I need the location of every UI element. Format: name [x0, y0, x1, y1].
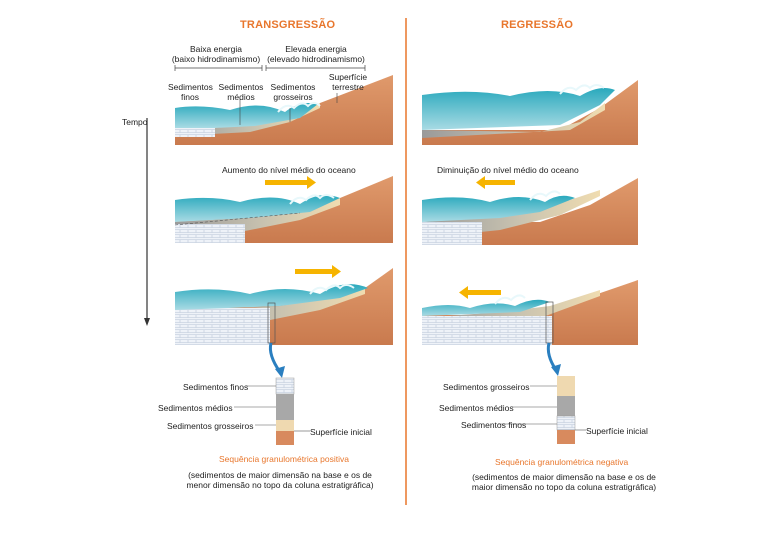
sea-level-rise-label: Aumento do nível médio do oceano — [222, 165, 356, 175]
column-initial-label-right: Superfície inicial — [586, 426, 648, 436]
negative-sequence-note: (sedimentos de maior dimensão na base e … — [471, 472, 657, 492]
sea-level-fall-label: Diminuição do nível médio do oceano — [437, 165, 579, 175]
transgression-title: TRANSGRESSÃO — [240, 19, 336, 31]
transgression-stage-2 — [174, 176, 393, 243]
low-energy-label: Baixa energia(baixo hidrodinamismo) — [171, 44, 261, 64]
time-label: Tempo — [122, 117, 148, 127]
transgression-column — [234, 377, 310, 445]
transgression-stage-1 — [175, 75, 393, 145]
energy-scale — [174, 65, 366, 125]
regression-stage-3 — [422, 280, 638, 376]
high-energy-label: Elevada energia(elevado hidrodinamismo) — [267, 44, 365, 64]
rise-arrow-body — [265, 180, 307, 185]
regression-stage-2 — [422, 176, 638, 245]
regression-column — [498, 376, 586, 444]
positive-sequence-note: (sedimentos de maior dimensão na base e … — [186, 470, 374, 490]
column-initial-label: Superfície inicial — [310, 427, 372, 437]
negative-sequence-label: Sequência granulométrica negativa — [495, 457, 629, 467]
transgression-stage-3 — [175, 265, 393, 378]
rise-arrow-head — [307, 176, 316, 189]
column-coarse-label: Sedimentos grosseiros — [167, 421, 254, 431]
column-medium-label-right: Sedimentos médios — [439, 403, 514, 413]
column-medium-label: Sedimentos médios — [158, 403, 233, 413]
positive-sequence-label: Sequência granulométrica positiva — [219, 454, 349, 464]
regression-stage-1 — [422, 80, 638, 145]
column-fine-label-right: Sedimentos finos — [461, 420, 527, 430]
column-coarse-label-right: Sedimentos grosseiros — [443, 382, 530, 392]
regression-title: REGRESSÃO — [501, 19, 574, 31]
column-fine-label: Sedimentos finos — [183, 382, 249, 392]
